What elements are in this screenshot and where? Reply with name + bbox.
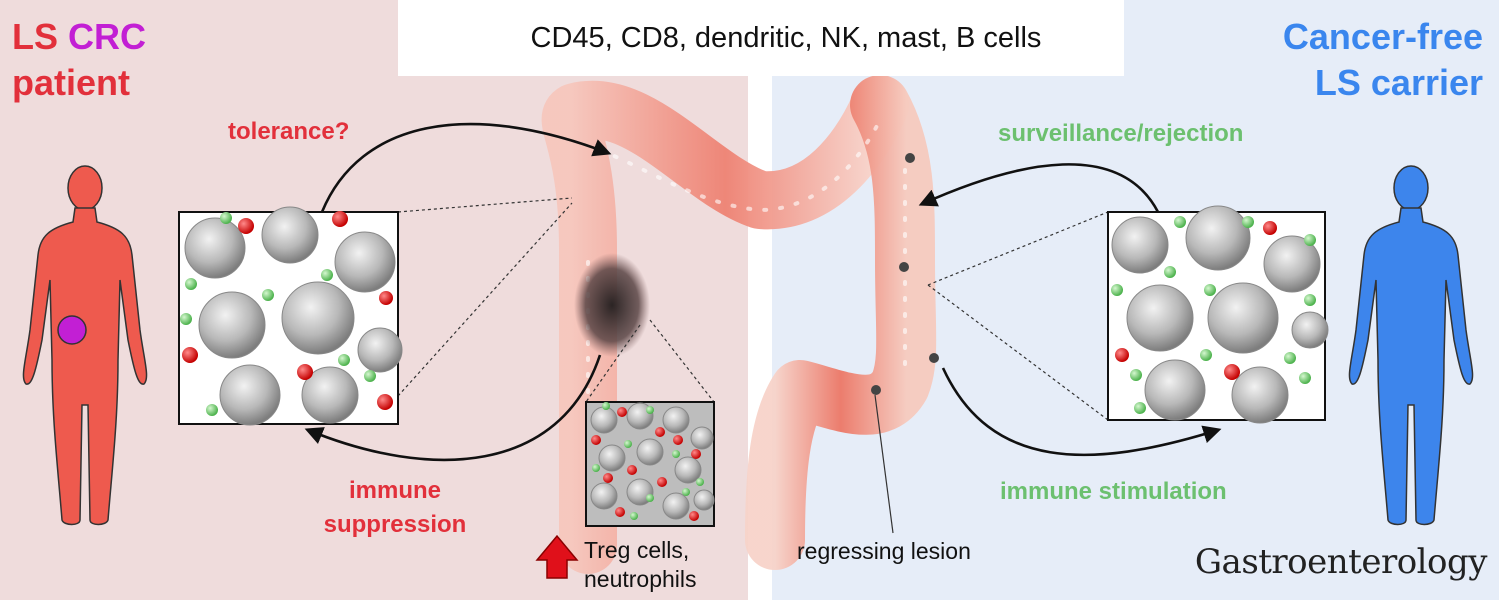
immune-suppression-label: immune suppression — [305, 474, 485, 542]
treg-neutrophil-label: Treg cells, neutrophils — [584, 536, 697, 594]
green-cells — [180, 212, 376, 416]
tolerance-arrow — [320, 122, 612, 213]
tissue-cells — [184, 206, 403, 426]
up-arrow-red-icon — [535, 534, 579, 579]
lesion-dot — [905, 153, 915, 163]
patient-title: LS CRC patient — [12, 14, 146, 106]
lesion-dot — [899, 262, 909, 272]
suppression-line-2: suppression — [323, 511, 467, 538]
immune-stimulation-label: immune stimulation — [1000, 478, 1227, 505]
suppression-line-1: immune — [348, 477, 441, 504]
stimulation-arrow — [941, 367, 1222, 457]
surveillance-arrow — [918, 163, 1160, 213]
banner-text: CD45, CD8, dendritic, NK, mast, B cells — [530, 21, 1042, 54]
treg-line-1: Treg cells, — [584, 537, 690, 563]
title-ls-carrier: LS carrier — [1314, 62, 1483, 103]
colon-illustration — [541, 75, 939, 574]
lesion-dot — [871, 385, 881, 395]
title-ls: LS — [12, 16, 59, 57]
tumor-microenvironment-box — [178, 206, 403, 426]
title-patient: patient — [12, 62, 131, 103]
red-cells — [182, 211, 393, 410]
lesion-pointer-line — [874, 394, 894, 534]
tolerance-label: tolerance? — [228, 118, 350, 145]
regressing-lesion-label: regressing lesion — [797, 538, 971, 564]
cell-change-banner: CD45, CD8, dendritic, NK, mast, B cells — [398, 0, 1124, 76]
flow-arrows — [304, 122, 1222, 462]
title-crc: CRC — [68, 16, 147, 57]
carrier-title: Cancer-free LS carrier — [1283, 14, 1483, 106]
suppression-arrow — [304, 354, 602, 462]
treg-line-2: neutrophils — [584, 566, 697, 592]
healthy-tissue-box — [1107, 205, 1329, 424]
zoom-lines — [397, 197, 1109, 421]
crc-tumor-marker — [57, 315, 87, 345]
journal-logo: Gastroenterology — [1194, 542, 1488, 582]
lesion-dot — [929, 353, 939, 363]
patient-figure — [22, 165, 148, 526]
carrier-figure — [1348, 165, 1474, 526]
treg-neutrophil-box — [585, 401, 715, 527]
title-cancer-free: Cancer-free — [1282, 16, 1483, 57]
tumor-mass — [574, 253, 650, 357]
surveillance-label: surveillance/rejection — [998, 120, 1244, 147]
